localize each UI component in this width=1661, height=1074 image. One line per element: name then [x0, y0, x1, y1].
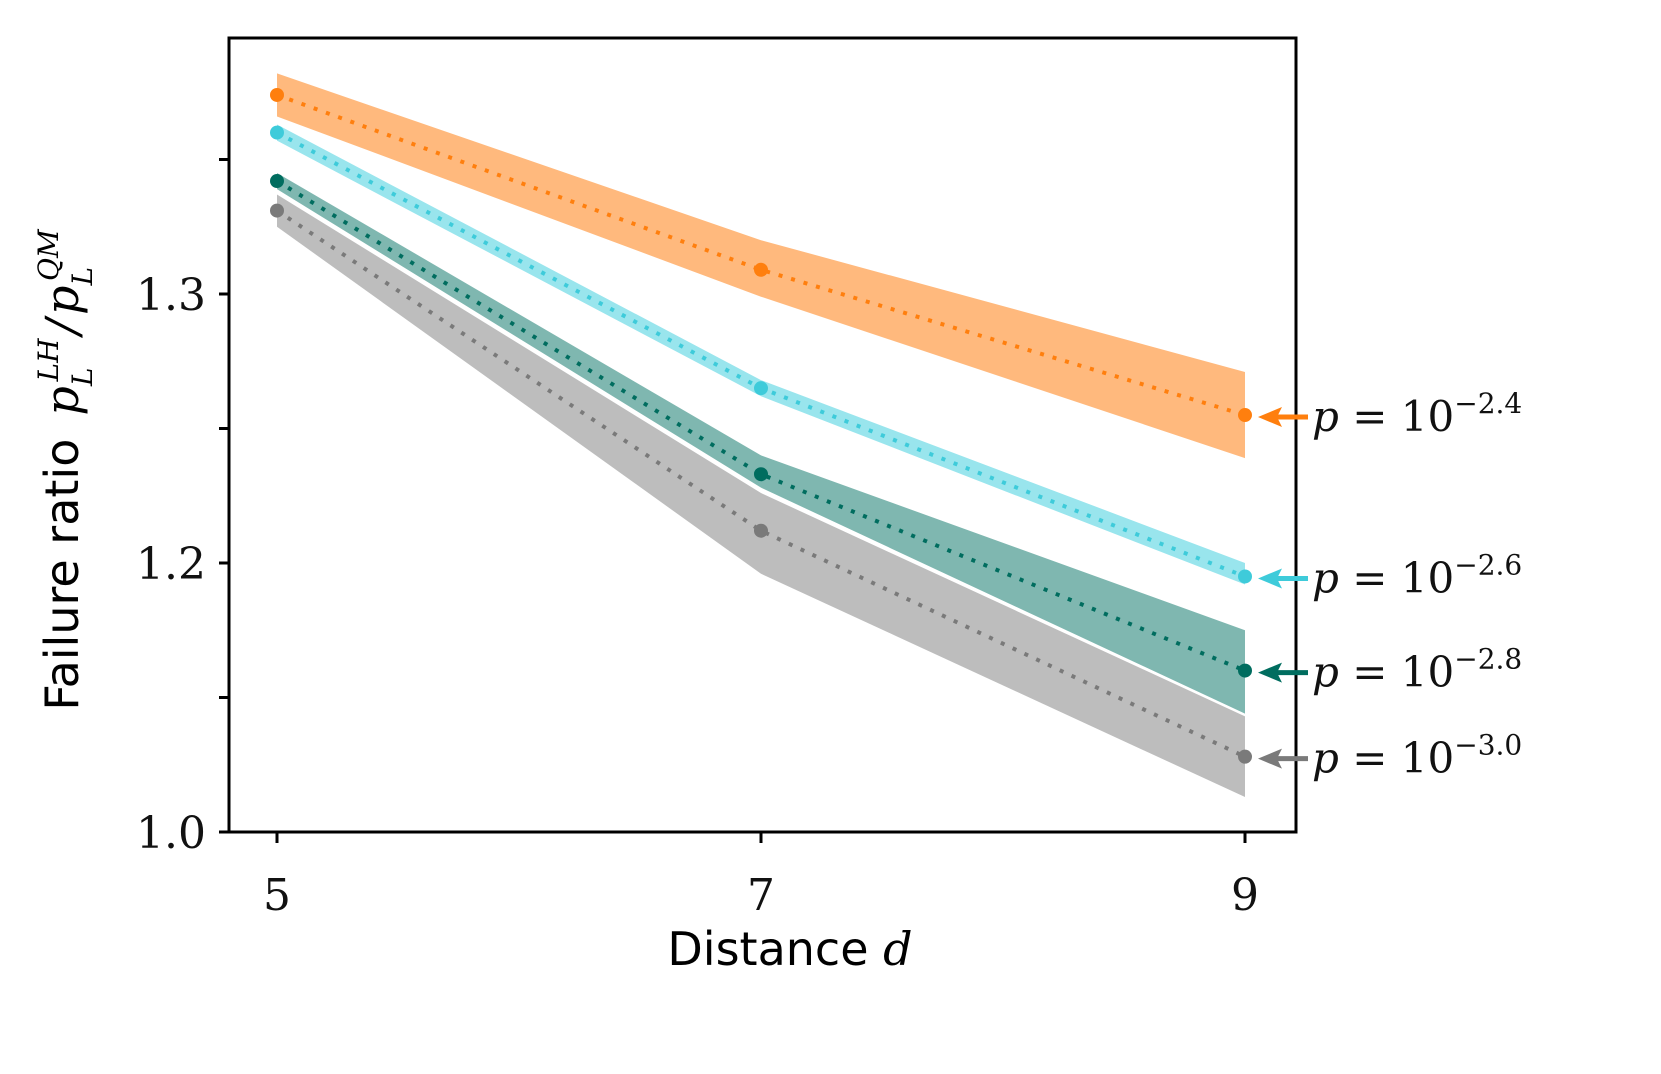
arrowhead-icon [1258, 407, 1282, 428]
data-point [1238, 663, 1252, 678]
data-point [1238, 408, 1252, 423]
data-point [754, 381, 768, 396]
data-point [270, 87, 284, 102]
annotation-label: p = 10−2.4 [1312, 387, 1522, 441]
annotation-label: p = 10−2.6 [1312, 548, 1522, 602]
annotation-4: p = 10−3.0 [1258, 729, 1522, 783]
x-axis-ticks: 5 7 9 [263, 832, 1259, 921]
x-tick-label: 7 [747, 870, 775, 921]
arrowhead-icon [1258, 568, 1282, 589]
annotation-1: p = 10−2.4 [1258, 387, 1522, 441]
arrowhead-icon [1258, 662, 1282, 683]
series-line [276, 93, 1246, 417]
data-point [270, 174, 284, 189]
x-tick-label: 9 [1231, 870, 1259, 921]
confidence-band [277, 172, 1245, 714]
y-tick-label: 1.0 [136, 808, 206, 859]
y-axis-ticks: 1.0 1.2 1.3 [136, 158, 229, 859]
annotation-label: p = 10−2.8 [1312, 643, 1522, 697]
series-line [275, 208, 1246, 759]
data-point [754, 523, 768, 538]
annotation-2: p = 10−2.6 [1258, 548, 1522, 602]
data-point [1238, 569, 1252, 584]
data-point [1238, 749, 1252, 764]
data-point [270, 125, 284, 140]
data-point [754, 467, 768, 482]
y-tick-label: 1.3 [136, 270, 206, 321]
data-point [754, 262, 768, 277]
y-tick-label: 1.2 [136, 539, 206, 590]
data-point [270, 203, 284, 218]
annotation-label: p = 10−3.0 [1312, 729, 1522, 783]
svg-text:Failure ratio pLLH/pLQM: Failure ratio pLLH/pLQM [32, 228, 99, 711]
arrowhead-icon [1258, 748, 1282, 769]
annotation-3: p = 10−2.8 [1258, 643, 1522, 697]
x-axis-variable: d [883, 922, 912, 976]
series-annotations: p = 10−2.4 p = 10−2.6 p = 10−2.8 p = 10−3.0 [1258, 387, 1522, 783]
x-tick-label: 5 [263, 870, 291, 921]
confidence-bands [277, 73, 1245, 798]
confidence-band [277, 194, 1245, 798]
data-points [270, 87, 1252, 764]
x-axis-title: Distance d [667, 922, 912, 976]
y-axis-title: Failure ratio pLLH/pLQM [32, 228, 99, 711]
